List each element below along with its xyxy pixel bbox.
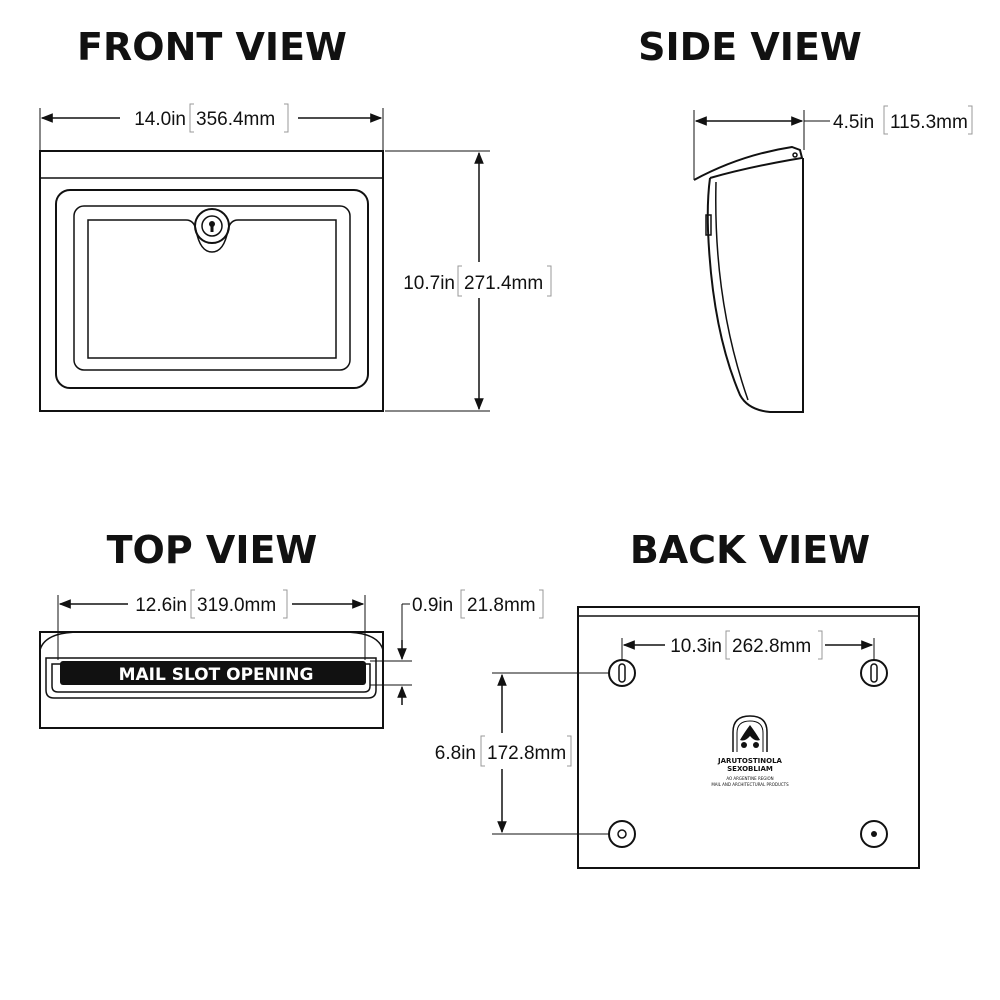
side-depth-mm: 115.3mm	[890, 112, 968, 133]
mail-slot-label: MAIL SLOT OPENING	[119, 665, 314, 685]
back-spacing-v-in: 6.8in	[435, 743, 476, 764]
mounting-hole	[608, 659, 636, 687]
mounting-hole	[860, 820, 888, 848]
front-view: FRONT VIEW 14.0in 356.4mm 10.7in 271.4mm	[39, 25, 552, 412]
back-view-title: BACK VIEW	[630, 528, 870, 572]
logo-line-2: SEXOBLIAM	[727, 765, 773, 773]
back-spacing-v-mm: 172.8mm	[487, 743, 566, 764]
side-view-title: SIDE VIEW	[638, 25, 862, 69]
front-width-mm: 356.4mm	[196, 109, 275, 130]
logo-line-1: JARUTOSTINOLA	[717, 757, 783, 765]
side-depth-in: 4.5in	[833, 112, 874, 133]
logo-line-3: AO ARGENTINE REGION	[726, 776, 773, 781]
top-view: TOP VIEW 12.6in 319.0mm MAIL SLOT OPENIN…	[39, 528, 544, 729]
top-slot-height-mm: 21.8mm	[467, 595, 536, 616]
front-width-in: 14.0in	[134, 109, 186, 130]
front-view-title: FRONT VIEW	[77, 25, 347, 69]
back-view: BACK VIEW 10.3in 262.8mm	[435, 528, 920, 869]
top-slot-height-in: 0.9in	[412, 595, 453, 616]
mounting-hole	[608, 820, 636, 848]
back-spacing-h-mm: 262.8mm	[732, 636, 811, 657]
side-view: SIDE VIEW 4.5in 115.3mm	[638, 25, 973, 413]
back-spacing-h-in: 10.3in	[670, 636, 722, 657]
brand-logo: JARUTOSTINOLA SEXOBLIAM AO ARGENTINE REG…	[711, 715, 789, 787]
top-view-title: TOP VIEW	[107, 528, 318, 572]
logo-line-4: MAIL AND ARCHITECTURAL PRODUCTS	[711, 782, 789, 787]
front-height-in: 10.7in	[403, 273, 455, 294]
top-slot-width-mm: 319.0mm	[197, 595, 276, 616]
mail-slot	[60, 661, 366, 685]
front-height-mm: 271.4mm	[464, 273, 543, 294]
lock-icon	[194, 208, 230, 244]
mounting-hole	[860, 659, 888, 687]
top-slot-width-in: 12.6in	[135, 595, 187, 616]
